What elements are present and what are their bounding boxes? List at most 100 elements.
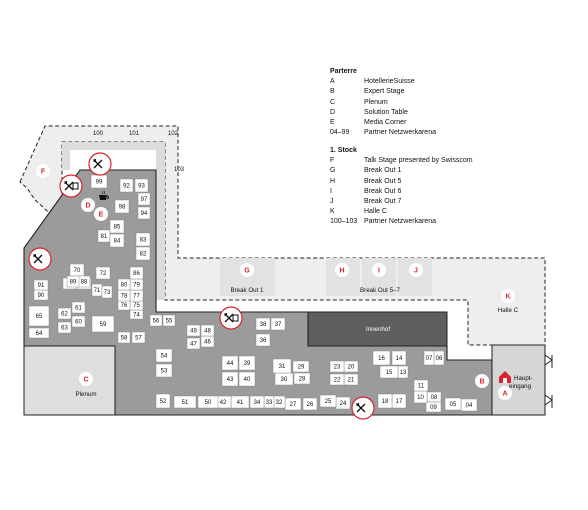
booth-60[interactable]: 60	[71, 315, 86, 328]
marker-I[interactable]: I	[372, 263, 386, 277]
marker-K[interactable]: K	[501, 289, 515, 303]
booth-46[interactable]: 46	[200, 335, 215, 348]
booth-54[interactable]: 54	[155, 348, 173, 363]
booth-82[interactable]: 82	[135, 246, 151, 261]
booth-14[interactable]: 14	[391, 350, 407, 366]
booth-18[interactable]: 18	[377, 393, 393, 409]
booth-62[interactable]: 62	[57, 307, 72, 320]
marker-J[interactable]: J	[409, 263, 423, 277]
booth-22[interactable]: 22	[329, 373, 345, 386]
booth-72[interactable]: 72	[95, 266, 111, 280]
booth-74[interactable]: 74	[129, 309, 144, 320]
booth-52[interactable]: 52	[155, 393, 171, 409]
booth-47[interactable]: 47	[186, 337, 201, 350]
booth-08[interactable]: 08	[426, 391, 442, 403]
booth-20[interactable]: 20	[343, 360, 359, 373]
booth-04[interactable]: 04	[460, 398, 478, 412]
booth-21[interactable]: 21	[343, 373, 359, 386]
booth-84[interactable]: 84	[109, 233, 125, 248]
booth-44[interactable]: 44	[221, 355, 239, 371]
booth-85[interactable]: 85	[109, 219, 125, 234]
booth-09[interactable]: 09	[425, 401, 442, 413]
booth-97[interactable]: 97	[137, 192, 151, 206]
booth-64[interactable]: 64	[28, 327, 50, 339]
booth-103[interactable]: 103	[174, 167, 185, 173]
booth-07[interactable]: 07	[423, 350, 435, 366]
booth-32[interactable]: 32	[272, 395, 286, 409]
booth-40[interactable]: 40	[238, 371, 256, 387]
booth-94[interactable]: 94	[137, 206, 151, 220]
booth-76[interactable]: 76	[117, 299, 131, 311]
booth-36[interactable]: 36	[255, 333, 271, 347]
booth-24[interactable]: 24	[335, 396, 351, 410]
booth-11[interactable]: 11	[413, 379, 429, 392]
booth-50[interactable]: 50	[197, 395, 219, 409]
booth-79[interactable]: 79	[129, 278, 144, 291]
marker-C[interactable]: C	[79, 372, 93, 386]
booth-102[interactable]: 102	[168, 131, 179, 137]
booth-38[interactable]: 38	[255, 317, 271, 331]
marker-B[interactable]: B	[475, 374, 489, 388]
booth-63[interactable]: 63	[57, 321, 72, 334]
booth-26[interactable]: 26	[302, 397, 318, 411]
booth-48[interactable]: 48	[200, 324, 215, 337]
marker-E[interactable]: E	[94, 207, 108, 221]
booth-81[interactable]: 81	[97, 229, 111, 243]
booth-43[interactable]: 43	[221, 371, 239, 387]
booth-101[interactable]: 101	[129, 131, 140, 137]
booth-91[interactable]: 91	[33, 279, 49, 291]
booth-27[interactable]: 27	[284, 397, 302, 411]
marker-G[interactable]: G	[240, 263, 254, 277]
booth-73[interactable]: 73	[101, 285, 113, 299]
booth-61[interactable]: 61	[71, 301, 86, 314]
booth-83[interactable]: 83	[135, 232, 151, 247]
booth-65[interactable]: 65	[28, 305, 50, 327]
booth-30[interactable]: 30	[274, 372, 294, 386]
booth-77[interactable]: 77	[129, 289, 144, 302]
booth-05[interactable]: 05	[444, 397, 462, 411]
booth-99[interactable]: 99	[90, 174, 108, 189]
booth-23[interactable]: 23	[329, 360, 345, 373]
booth-17[interactable]: 17	[391, 393, 407, 409]
booth-57[interactable]: 57	[131, 331, 146, 344]
booth-34[interactable]: 34	[249, 395, 265, 409]
marker-F[interactable]: F	[36, 164, 50, 178]
booth-31[interactable]: 31	[272, 358, 292, 374]
booth-29[interactable]: 29	[292, 360, 310, 373]
booth-89[interactable]: 89	[66, 275, 80, 288]
booth-70[interactable]: 70	[69, 263, 85, 277]
booth-10[interactable]: 10	[413, 390, 428, 404]
booth-56[interactable]: 56	[149, 314, 163, 327]
booth-90[interactable]: 90	[33, 289, 49, 301]
booth-13[interactable]: 13	[397, 365, 409, 379]
booth-55[interactable]: 55	[162, 314, 176, 327]
booth-88[interactable]: 88	[77, 275, 91, 288]
booth-41[interactable]: 41	[230, 395, 250, 409]
booth-80[interactable]: 80	[117, 278, 131, 291]
booth-39[interactable]: 39	[238, 355, 256, 371]
booth-71[interactable]: 71	[91, 283, 103, 297]
booth-06[interactable]: 06	[433, 350, 445, 366]
booth-100[interactable]: 100	[93, 131, 104, 137]
booth-33[interactable]: 33	[263, 395, 275, 409]
booth-53[interactable]: 53	[155, 363, 173, 378]
booth-92[interactable]: 92	[119, 178, 134, 193]
booth-86[interactable]: 86	[129, 266, 144, 280]
booth-16[interactable]: 16	[372, 350, 391, 366]
booth-51[interactable]: 51	[173, 395, 197, 409]
booth-78[interactable]: 78	[117, 289, 131, 302]
booth-75[interactable]: 75	[129, 299, 144, 311]
booth-25[interactable]: 25	[319, 394, 337, 408]
marker-H[interactable]: H	[335, 263, 349, 277]
marker-D[interactable]: D	[81, 198, 95, 212]
marker-A[interactable]: A	[498, 386, 512, 400]
booth-28[interactable]: 28	[293, 372, 311, 385]
booth-98[interactable]: 98	[114, 199, 130, 214]
booth-93[interactable]: 93	[134, 178, 149, 193]
booth-59[interactable]: 59	[91, 315, 115, 333]
booth-37[interactable]: 37	[270, 317, 286, 331]
booth-49[interactable]: 49	[186, 324, 201, 337]
booth-58[interactable]: 58	[117, 331, 131, 344]
booth-42[interactable]: 42	[214, 395, 232, 409]
booth-15[interactable]: 15	[379, 365, 399, 379]
